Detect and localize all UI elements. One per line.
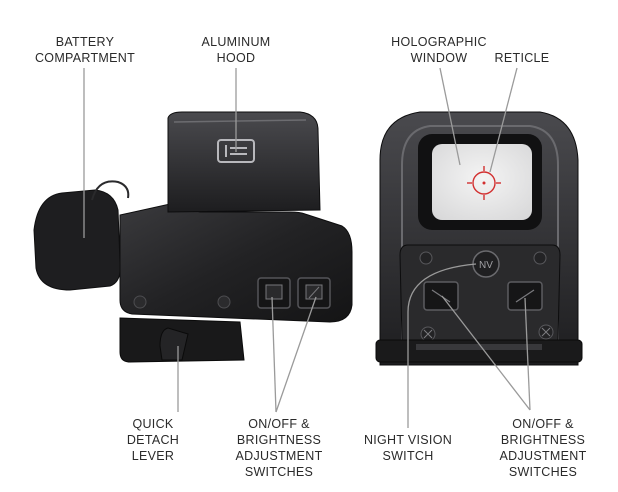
- callout-onoff-brightness-right: ON/OFF & BRIGHTNESS ADJUSTMENT SWITCHES: [488, 416, 598, 480]
- callout-quick-detach-lever: QUICK DETACH LEVER: [110, 416, 196, 464]
- nv-button-text: NV: [479, 260, 493, 271]
- callout-night-vision-switch: NIGHT VISION SWITCH: [352, 432, 464, 464]
- rear-view-sight: NV: [376, 112, 582, 365]
- side-screw-2: [218, 296, 230, 308]
- callout-battery-compartment: BATTERY COMPARTMENT: [26, 34, 144, 66]
- rear-screw-tl: [420, 252, 432, 264]
- callout-aluminum-hood: ALUMINUM HOOD: [186, 34, 286, 66]
- holographic-window-glass: [432, 144, 532, 220]
- side-screw-1: [134, 296, 146, 308]
- callout-onoff-brightness-left: ON/OFF & BRIGHTNESS ADJUSTMENT SWITCHES: [224, 416, 334, 480]
- rear-screw-tr: [534, 252, 546, 264]
- callout-reticle: RETICLE: [482, 50, 562, 66]
- side-view-sight: [34, 112, 352, 362]
- battery-cap: [34, 190, 120, 290]
